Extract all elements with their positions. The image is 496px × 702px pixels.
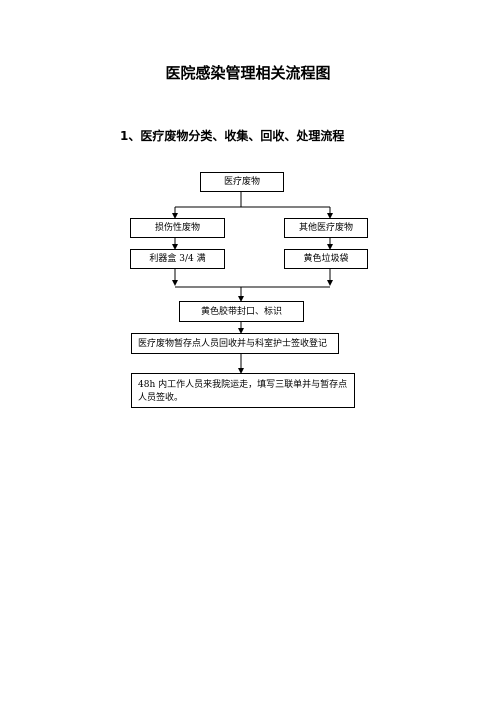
node-seal-label-text: 黄色胶带封口、标识 <box>200 306 282 317</box>
node-sharps-box-label: 利器盒 3/4 满 <box>149 254 206 264</box>
node-yellow-bag-label: 黄色垃圾袋 <box>303 254 349 264</box>
page-title: 医院感染管理相关流程图 <box>165 64 331 82</box>
node-sharps-waste: 损伤性废物 <box>130 218 225 238</box>
node-yellow-bag: 黄色垃圾袋 <box>284 249 368 269</box>
node-transport-sign-label: 48h 内工作人员来我院运走，填写三联单并与暂存点人员签收。 <box>138 380 348 403</box>
node-sharps-box: 利器盒 3/4 满 <box>130 249 225 269</box>
node-seal-label: 黄色胶带封口、标识 <box>179 301 304 322</box>
node-medical-waste: 医疗废物 <box>200 172 284 192</box>
node-collect-register-label: 医疗废物暂存点人员回收并与科室护士签收登记 <box>138 338 328 349</box>
node-collect-register: 医疗废物暂存点人员回收并与科室护士签收登记 <box>131 333 339 354</box>
section-title: 1、医疗废物分类、收集、回收、处理流程 <box>120 129 345 143</box>
node-sharps-waste-label: 损伤性废物 <box>154 223 200 233</box>
node-other-waste: 其他医疗废物 <box>284 218 368 238</box>
node-other-waste-label: 其他医疗废物 <box>298 223 353 233</box>
node-medical-waste-label: 医疗废物 <box>223 177 260 187</box>
node-transport-sign: 48h 内工作人员来我院运走，填写三联单并与暂存点人员签收。 <box>131 373 355 408</box>
